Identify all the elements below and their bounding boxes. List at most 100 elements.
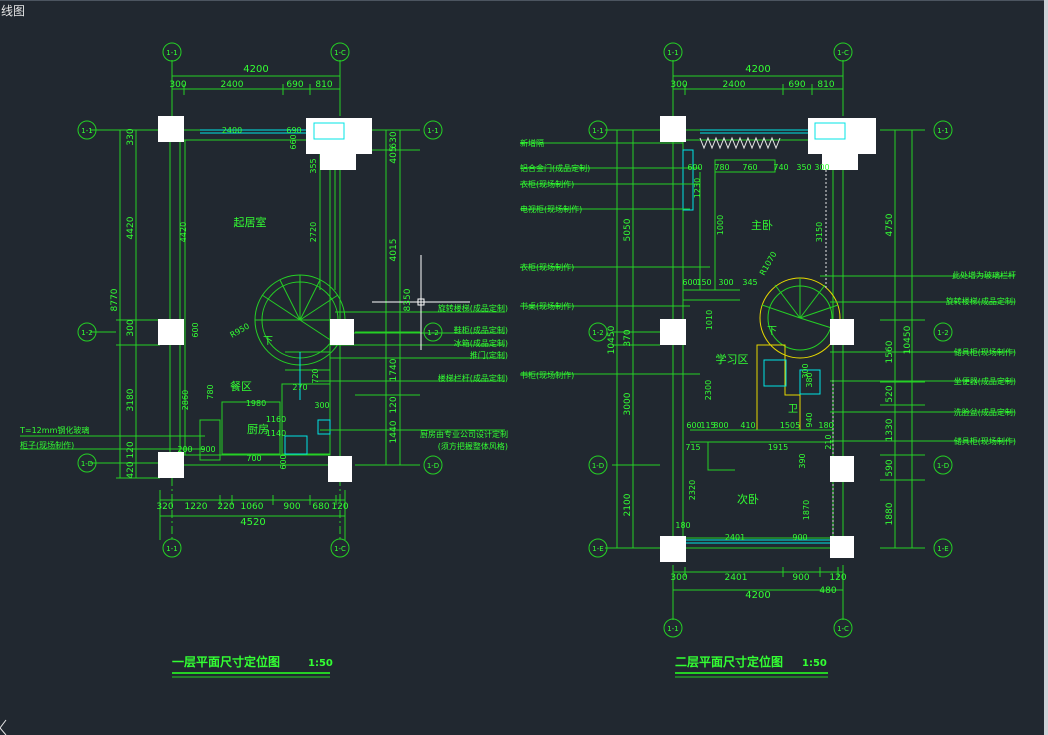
dimension-text: 4750 [885, 213, 895, 236]
dimension-text: 1440 [389, 420, 399, 443]
axis-label: 1-D [592, 462, 604, 470]
plan2-axis-bubbles [588, 42, 953, 638]
axis-label: 1-1 [592, 127, 603, 135]
plan-title: 二层平面尺寸定位图 [675, 654, 783, 669]
plan2-window-icon [814, 122, 846, 140]
dimension-text: 1980 [246, 399, 266, 408]
plan1-columns [158, 116, 372, 482]
dimension-text: 4420 [126, 216, 136, 239]
dimension-text: 1000 [716, 215, 725, 235]
axis-label: 1-2 [937, 329, 948, 337]
dimension-text: 420 [126, 461, 136, 478]
dimension-text: 480 [819, 586, 836, 596]
dimension-text: 300 [314, 401, 329, 410]
annotation-note: 柜子(现场制作) [20, 440, 74, 450]
axis-label: 1-1 [81, 127, 92, 135]
dimension-text: 180 [818, 421, 833, 430]
annotation-note: 铝合金门(成品定制) [520, 163, 590, 173]
axis-label: 1-D [427, 462, 439, 470]
dimension-text: 600 [191, 322, 200, 337]
axis-label: 1-C [334, 49, 346, 57]
dimension-text: 350 [796, 163, 811, 172]
dimension-text: 2401 [725, 573, 748, 583]
right-scrollbar[interactable] [1044, 0, 1048, 735]
dimension-text: 520 [885, 385, 895, 402]
room-label: 厨房 [247, 423, 269, 436]
dimension-text: 345 [742, 278, 757, 287]
dimension-text: 300 [814, 163, 829, 172]
annotation-note: T=12mm钢化玻璃 [19, 425, 89, 435]
window-top-border [0, 0, 1048, 1]
dimension-text: 4015 [389, 239, 399, 262]
dimension-text: 1915 [768, 443, 788, 452]
dimension-text: 270 [292, 383, 307, 392]
dimension-text: 590 [885, 459, 895, 476]
dimension-text: 8770 [110, 288, 120, 311]
annotation-note: 坐便器(成品定制) [954, 376, 1016, 386]
dimension-text: 690 [788, 80, 805, 90]
dimension-text: 2860 [181, 390, 190, 410]
dimension-text: 200 [177, 445, 192, 454]
room-label: 学习区 [716, 352, 749, 366]
title-underlines [172, 672, 828, 678]
dimension-text: 1880 [885, 502, 895, 525]
dimension-text: 330 [126, 128, 136, 145]
dimension-text: 220 [217, 502, 234, 512]
plan-scale: 1:50 [802, 658, 827, 669]
annotation-note: 洗脸盆(成品定制) [954, 407, 1016, 417]
radius-text: R1070 [758, 250, 779, 277]
plan2-columns [660, 116, 876, 562]
dimension-text: 115 [700, 421, 715, 430]
dimension-text: 2320 [688, 480, 697, 500]
dimension-text: 150 [696, 278, 711, 287]
axis-label: 1-D [937, 462, 949, 470]
plan-title: 一层平面尺寸定位图 [172, 654, 280, 669]
drawing-tab-title[interactable]: 线图 [1, 4, 26, 18]
dimension-text: 3180 [126, 388, 136, 411]
annotation-note: 书桌(现场制作) [520, 301, 574, 311]
axis-label: 1-1 [667, 625, 678, 633]
dimension-text: 300 [169, 80, 186, 90]
dimension-text: 600 [687, 163, 702, 172]
axis-label: 1-C [334, 545, 346, 553]
axis-label: 1-1 [427, 127, 438, 135]
axis-label: 1-1 [667, 49, 678, 57]
dimension-text: 740 [773, 163, 788, 172]
annotation-note: 新增隔 [520, 138, 544, 148]
dimension-text: 900 [792, 573, 809, 583]
axis-label: 1-2 [592, 329, 603, 337]
annotation-note: 厨房由专业公司设计定制 [420, 429, 508, 439]
dimension-text: 8350 [403, 288, 413, 311]
dimension-text: 690 [286, 80, 303, 90]
dimension-text: 2720 [309, 222, 318, 242]
dimension-text: 680 [312, 502, 329, 512]
dimension-text: 120 [389, 396, 399, 413]
dimension-text: 3000 [623, 392, 633, 415]
dimension-text: 810 [817, 80, 834, 90]
dimension-text: 600 [682, 278, 697, 287]
room-label: 起居室 [234, 215, 267, 229]
dimension-text: 2100 [623, 493, 633, 516]
dimension-text: 300 [801, 363, 810, 378]
dimension-text: 600 [279, 454, 288, 469]
crosshair-cursor-icon [372, 255, 470, 350]
dimension-text: 2300 [704, 380, 713, 400]
axis-label: 1-C [837, 625, 849, 633]
axis-label: 1-C [837, 49, 849, 57]
dimension-text: 800 [713, 421, 728, 430]
plan-scale: 1:50 [308, 658, 333, 669]
dimension-text: 390 [798, 453, 807, 468]
dimension-text: 370 [623, 329, 633, 346]
dimension-text: 715 [685, 443, 700, 452]
annotation-note: 书柜(现场制作) [520, 370, 574, 380]
dimension-text: 120 [331, 502, 348, 512]
annotation-note: 推门(定制) [470, 350, 508, 360]
dimension-text: 355 [309, 158, 318, 173]
annotation-note: 此处增为玻璃栏杆 [952, 270, 1016, 280]
dimension-text: 940 [805, 412, 814, 427]
dimension-text: 410 [740, 421, 755, 430]
dimension-text: 1330 [885, 418, 895, 441]
dimension-text: 120 [126, 441, 136, 458]
